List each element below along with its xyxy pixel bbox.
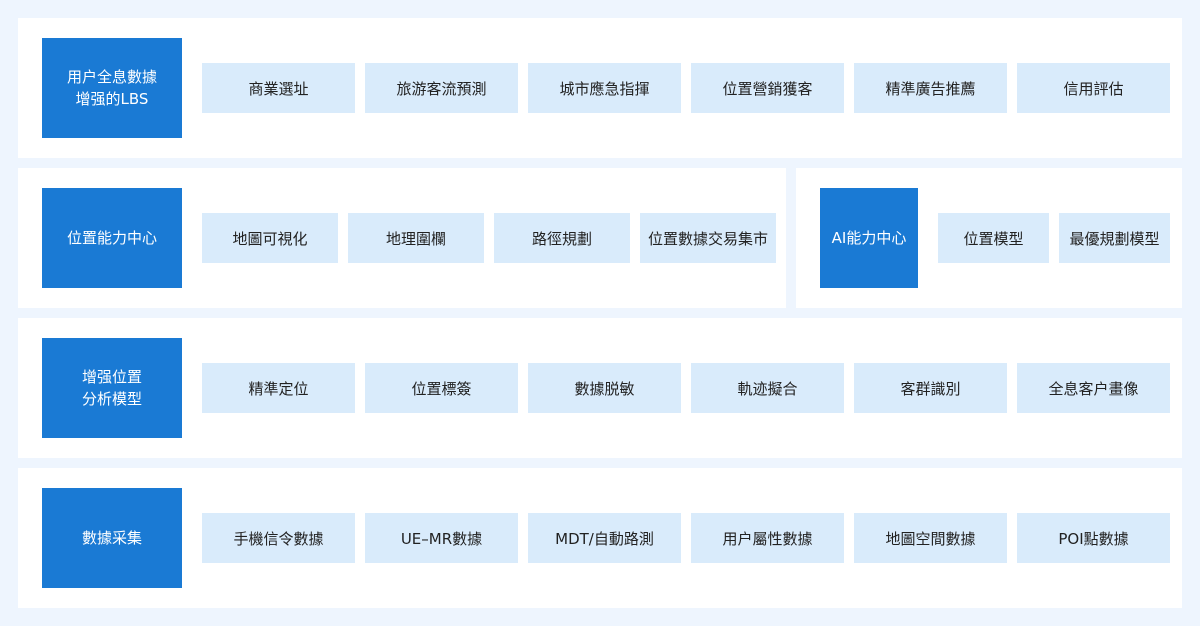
row2-right-item-1: 最優規劃模型 xyxy=(1059,213,1170,263)
header-lbs-enhanced: 用户全息數據 增强的LBS xyxy=(42,38,182,138)
header-data-collection: 數據采集 xyxy=(42,488,182,588)
row4-item-1: UE–MR數據 xyxy=(365,513,518,563)
row4-item-3: 用户屬性數據 xyxy=(691,513,844,563)
row3-item-5: 全息客户畫像 xyxy=(1017,363,1170,413)
row3-item-0: 精準定位 xyxy=(202,363,355,413)
row1-item-4: 精準廣告推薦 xyxy=(854,63,1007,113)
row4-item-0: 手機信令數據 xyxy=(202,513,355,563)
row2-left-item-2: 路徑規劃 xyxy=(494,213,630,263)
row2-left-item-0: 地圖可視化 xyxy=(202,213,338,263)
row3-item-4: 客群識別 xyxy=(854,363,1007,413)
row4-item-5: POI點數據 xyxy=(1017,513,1170,563)
header-analysis-models: 增强位置 分析模型 xyxy=(42,338,182,438)
row2-left-item-1: 地理圍欄 xyxy=(348,213,484,263)
row2-right-item-0: 位置模型 xyxy=(938,213,1049,263)
row1-item-5: 信用評估 xyxy=(1017,63,1170,113)
row2-left-item-3: 位置數據交易集市 xyxy=(640,213,776,263)
row3-item-2: 數據脱敏 xyxy=(528,363,681,413)
row4-item-4: 地圖空間數據 xyxy=(854,513,1007,563)
row3-item-1: 位置標簽 xyxy=(365,363,518,413)
row1-item-3: 位置營銷獲客 xyxy=(691,63,844,113)
header-location-capability: 位置能力中心 xyxy=(42,188,182,288)
row1-item-1: 旅游客流預測 xyxy=(365,63,518,113)
row1-item-0: 商業選址 xyxy=(202,63,355,113)
row1-item-2: 城市應急指揮 xyxy=(528,63,681,113)
row4-item-2: MDT/自動路測 xyxy=(528,513,681,563)
row3-item-3: 軌迹擬合 xyxy=(691,363,844,413)
header-ai-capability: AI能力中心 xyxy=(820,188,918,288)
